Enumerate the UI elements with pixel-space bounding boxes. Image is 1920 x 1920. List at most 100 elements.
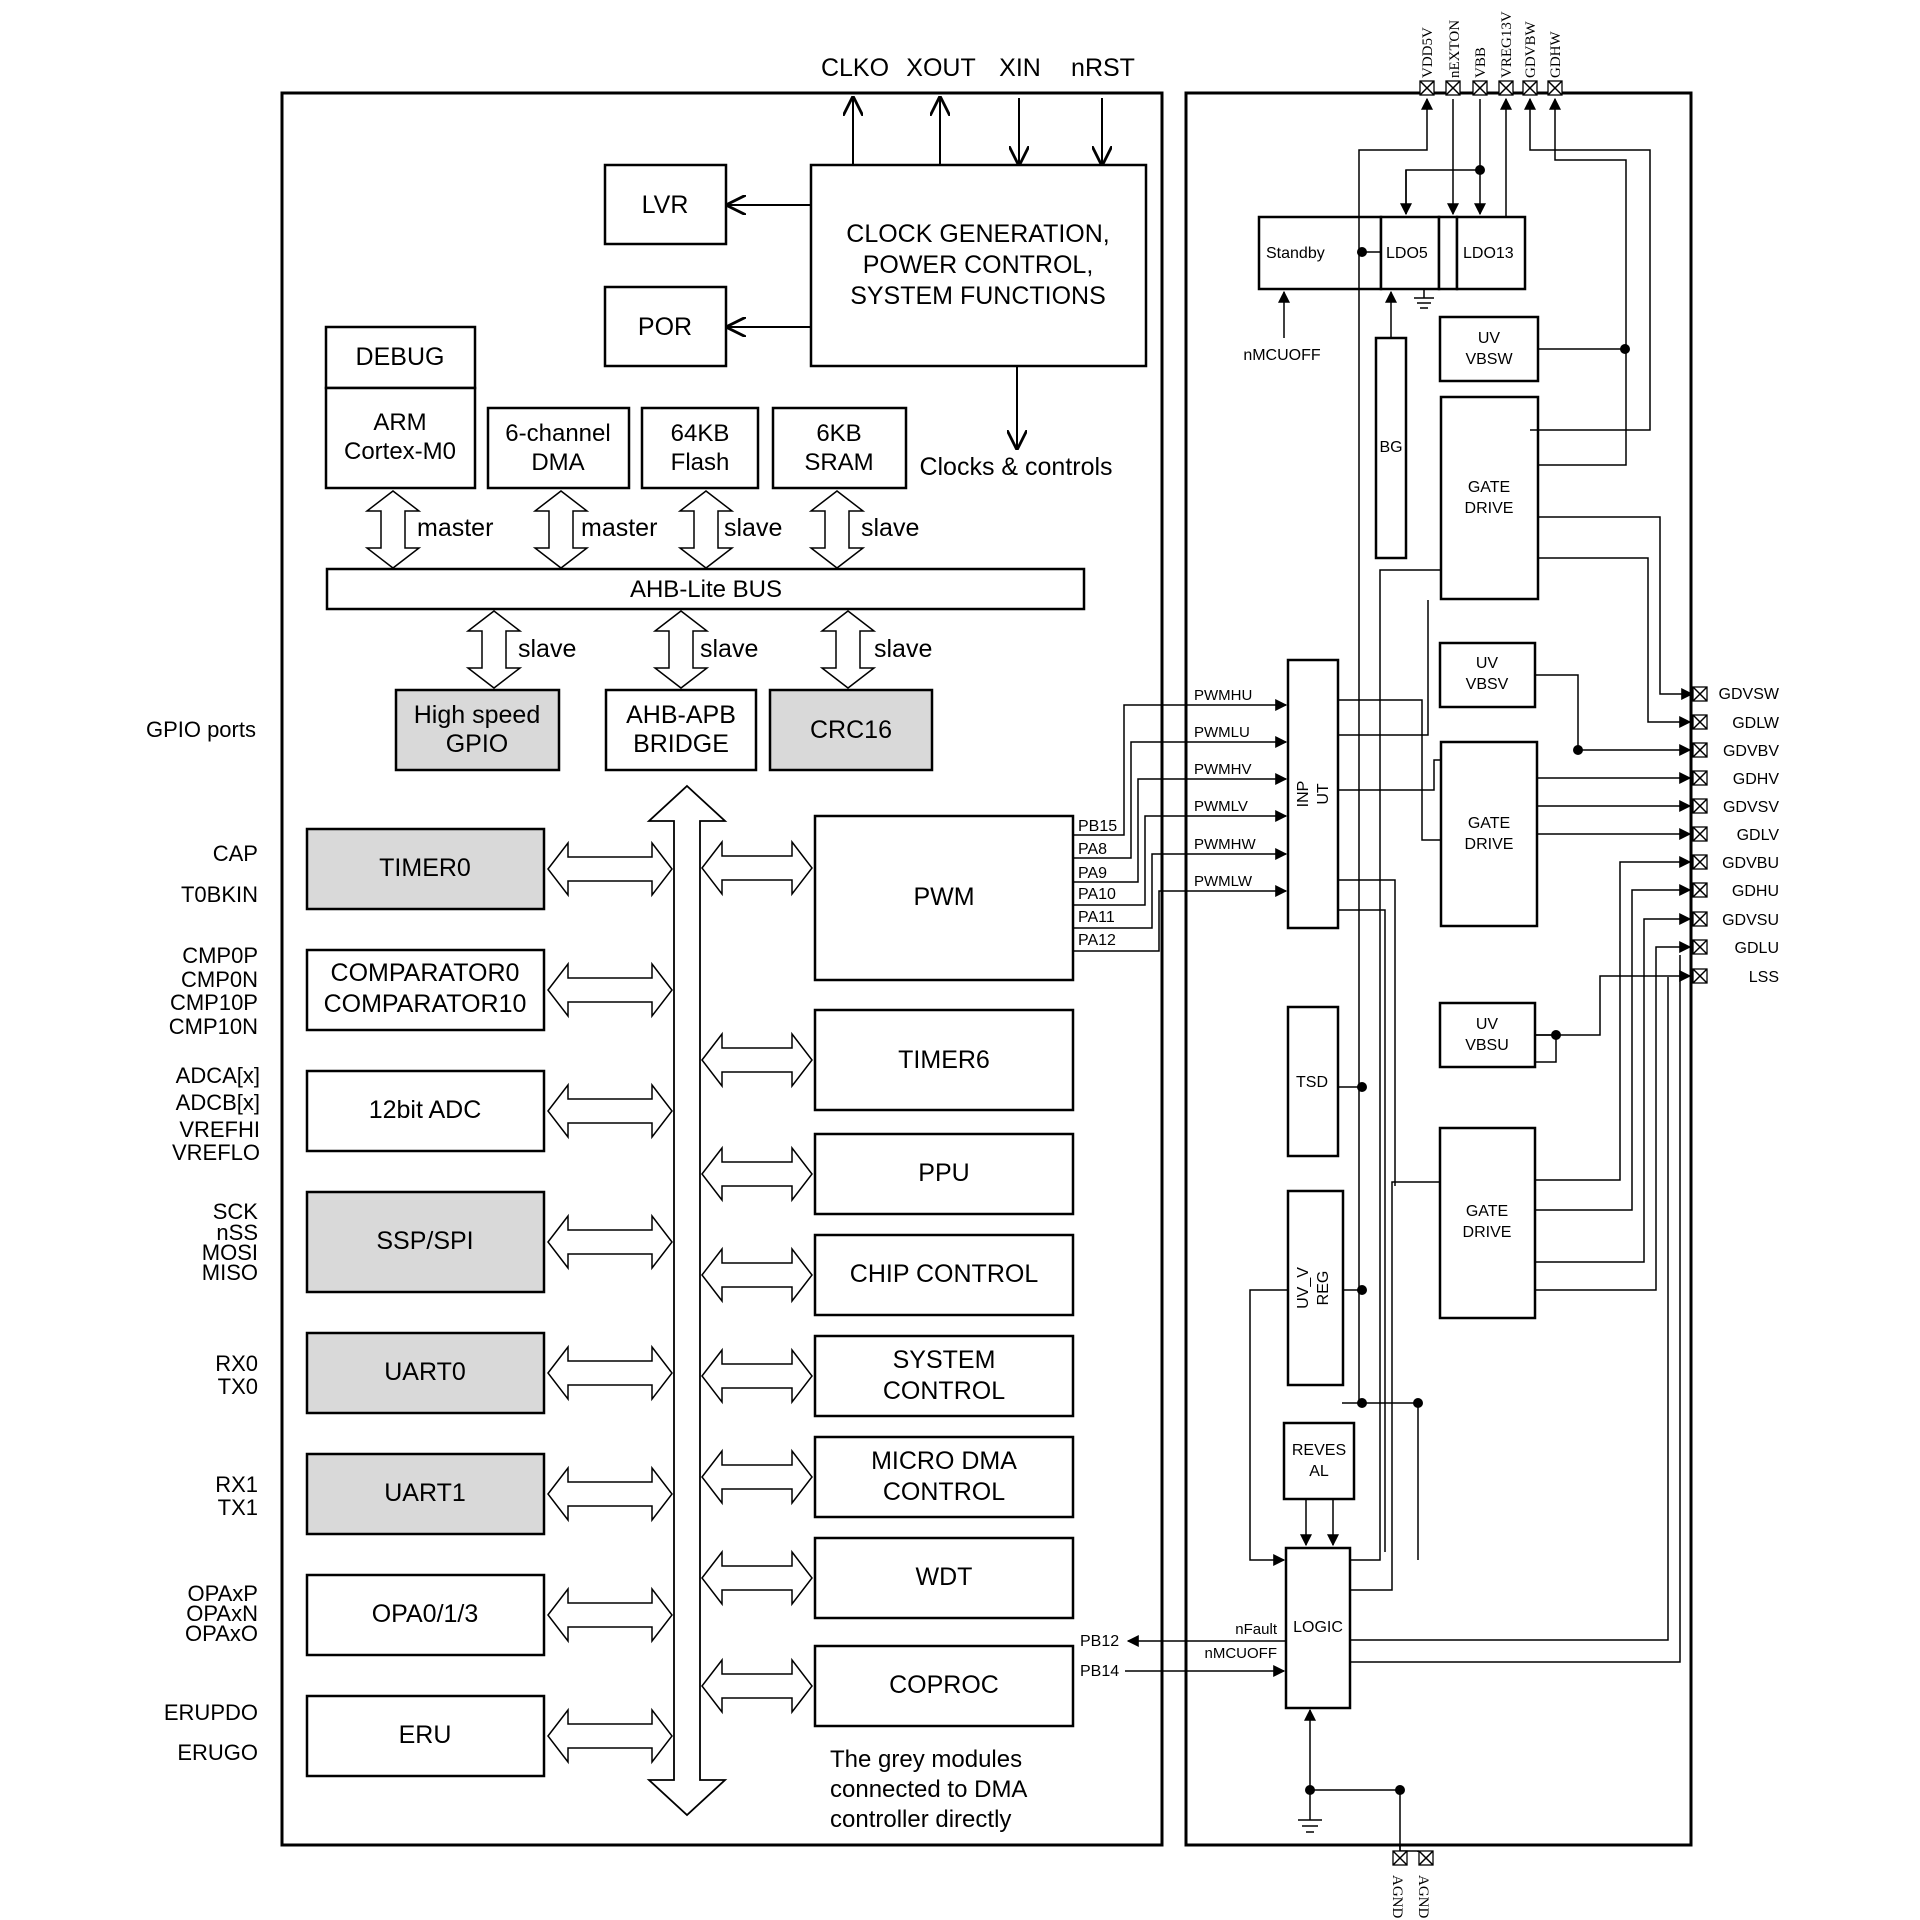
left-peripheral-arrow-0 xyxy=(547,840,673,898)
pin-cmp0p: CMP0P xyxy=(182,943,258,968)
high-speed-gpio-line2: GPIO xyxy=(446,730,509,758)
reversal-block xyxy=(1282,1421,1356,1501)
pin-cmp10p: CMP10P xyxy=(170,990,258,1015)
ahb-apb-bridge-block xyxy=(604,688,758,772)
uv-vbsv-line2: VBSV xyxy=(1466,676,1509,693)
right-pin-box-7 xyxy=(1692,882,1708,898)
pin-pb12: PB12 xyxy=(1080,1633,1119,1650)
system-control-block xyxy=(813,1334,1075,1418)
mcu-frame xyxy=(280,91,1164,1847)
sig-pwmhv: PWMHV xyxy=(1194,761,1252,778)
chip-control-label: CHIP CONTROL xyxy=(850,1260,1039,1288)
eru-label: ERU xyxy=(399,1721,452,1749)
debug-label: DEBUG xyxy=(356,343,445,371)
top-pin-labels: VDD5V nEXTON VBB VREG13V GDVBW GDHW xyxy=(1420,11,1564,78)
pin-pa11: PA11 xyxy=(1078,909,1115,926)
pin-agnd-2: AGND xyxy=(1415,1875,1431,1918)
bottom-pin-box-0 xyxy=(1392,1850,1408,1866)
pin-rx0: RX0 xyxy=(215,1351,258,1376)
bus-label-slave-2: slave xyxy=(861,514,919,542)
left-peripheral-arrow-6 xyxy=(547,1586,673,1644)
ahb-apb-line1: AHB-APB xyxy=(626,701,736,729)
gate-drive-v-line2: DRIVE xyxy=(1465,836,1514,853)
high-speed-gpio-line1: High speed xyxy=(414,701,540,729)
timer0-block xyxy=(305,827,546,911)
sram-line1: 6KB xyxy=(816,420,861,447)
system-control-line1: SYSTEM xyxy=(893,1346,996,1374)
crc16-label: CRC16 xyxy=(810,716,892,744)
uv-vbsw-line1: UV xyxy=(1478,330,1501,347)
pwm-label: PWM xyxy=(913,883,974,911)
ahb-apb-line2: BRIDGE xyxy=(633,730,729,758)
nmcuoff-label: nMCUOFF xyxy=(1243,347,1321,364)
gate-drive-u-line2: DRIVE xyxy=(1463,1224,1512,1241)
pin-gdvbu: GDVBU xyxy=(1722,855,1779,872)
pin-pb14: PB14 xyxy=(1080,1663,1119,1680)
gpio-ports-label: GPIO ports xyxy=(146,717,256,742)
clock-signal-arrows xyxy=(853,98,1102,164)
pin-cap: CAP xyxy=(213,841,258,866)
ppu-label: PPU xyxy=(918,1159,969,1187)
coproc-label: COPROC xyxy=(889,1671,999,1699)
sram-block xyxy=(771,406,908,490)
pin-opaxo: OPAxO xyxy=(185,1621,258,1646)
ldo-gap-block xyxy=(1437,215,1459,291)
clock-generation-line1: CLOCK GENERATION, xyxy=(846,220,1109,248)
ppu-block xyxy=(813,1132,1075,1216)
lvr-label: LVR xyxy=(642,191,689,219)
gate-drive-u-block xyxy=(1438,1126,1537,1320)
por-label: POR xyxy=(638,313,692,341)
comparator-line2: COMPARATOR10 xyxy=(324,990,527,1018)
uv-vbsu-block xyxy=(1438,1001,1537,1069)
bus-label-master-1: master xyxy=(417,514,493,542)
pin-miso: MISO xyxy=(202,1260,258,1285)
left-peripheral-arrow-3 xyxy=(547,1213,673,1271)
micro-dma-block xyxy=(813,1435,1075,1519)
left-peripheral-arrow-5 xyxy=(547,1465,673,1523)
pwm-pin-labels: PB15 PA8 PA9 PA10 PA11 PA12 xyxy=(1078,818,1117,949)
pin-pa12: PA12 xyxy=(1078,932,1116,949)
apb-bus xyxy=(646,784,728,1817)
arm-line1: ARM xyxy=(373,409,426,436)
bus-label-slave-1: slave xyxy=(724,514,782,542)
gate-drive-w-line2: DRIVE xyxy=(1465,500,1514,517)
apb-bus-connectors xyxy=(547,839,813,1765)
sig-pwmhw: PWMHW xyxy=(1194,836,1256,853)
pin-gdhv: GDHV xyxy=(1733,771,1780,788)
bg-label: BG xyxy=(1379,439,1402,456)
pin-nss: nSS xyxy=(216,1220,258,1245)
pin-gdhu: GDHU xyxy=(1732,883,1779,900)
ldo13-label: LDO13 xyxy=(1463,245,1514,262)
clocks-controls-label: Clocks & controls xyxy=(919,453,1112,481)
system-control-line2: CONTROL xyxy=(883,1377,1005,1405)
flash-block xyxy=(640,406,760,490)
pin-gdvbv: GDVBV xyxy=(1723,743,1779,760)
right-pin-box-1 xyxy=(1692,714,1708,730)
pin-pa8: PA8 xyxy=(1078,841,1107,858)
pin-opaxp: OPAxP xyxy=(187,1581,258,1606)
pin-gdlv: GDLV xyxy=(1737,827,1780,844)
arm-block xyxy=(324,386,477,490)
pwm-signal-wires xyxy=(1073,699,1288,952)
bus-label-slave-5: slave xyxy=(874,635,932,663)
pin-gdlu: GDLU xyxy=(1735,940,1779,957)
pin-vrefhi: VREFHI xyxy=(179,1117,260,1142)
analog-frame xyxy=(1184,91,1693,1847)
uv-vbsv-line1: UV xyxy=(1476,655,1499,672)
pin-nexton: nEXTON xyxy=(1447,20,1463,78)
note-line3: controller directly xyxy=(830,1806,1011,1833)
dma-block xyxy=(486,406,631,490)
pin-pa10: PA10 xyxy=(1078,886,1116,903)
flash-line1: 64KB xyxy=(671,420,730,447)
debug-block xyxy=(324,325,477,390)
sig-xin: XIN xyxy=(999,54,1041,82)
bus-label-slave-3: slave xyxy=(518,635,576,663)
right-peripheral-arrow-6 xyxy=(701,1549,813,1607)
right-peripheral-arrow-1 xyxy=(701,1031,813,1089)
pin-tx1: TX1 xyxy=(218,1495,258,1520)
top-pin-box-1 xyxy=(1445,80,1461,96)
tsd-label: TSD xyxy=(1296,1074,1328,1091)
pin-erupdo: ERUPDO xyxy=(164,1700,258,1725)
uv-vbsw-block xyxy=(1438,315,1540,383)
